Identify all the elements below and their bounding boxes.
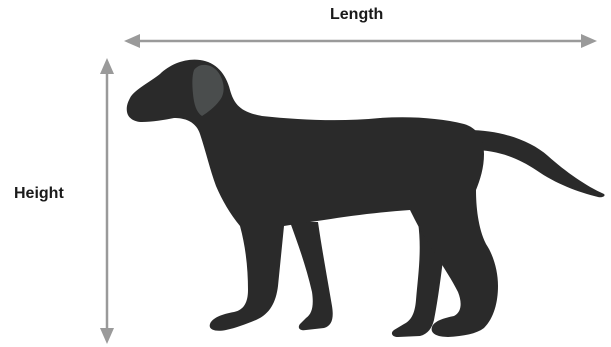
length-arrow — [124, 34, 597, 48]
height-arrow — [100, 58, 114, 344]
dog-silhouette-icon — [127, 60, 605, 337]
